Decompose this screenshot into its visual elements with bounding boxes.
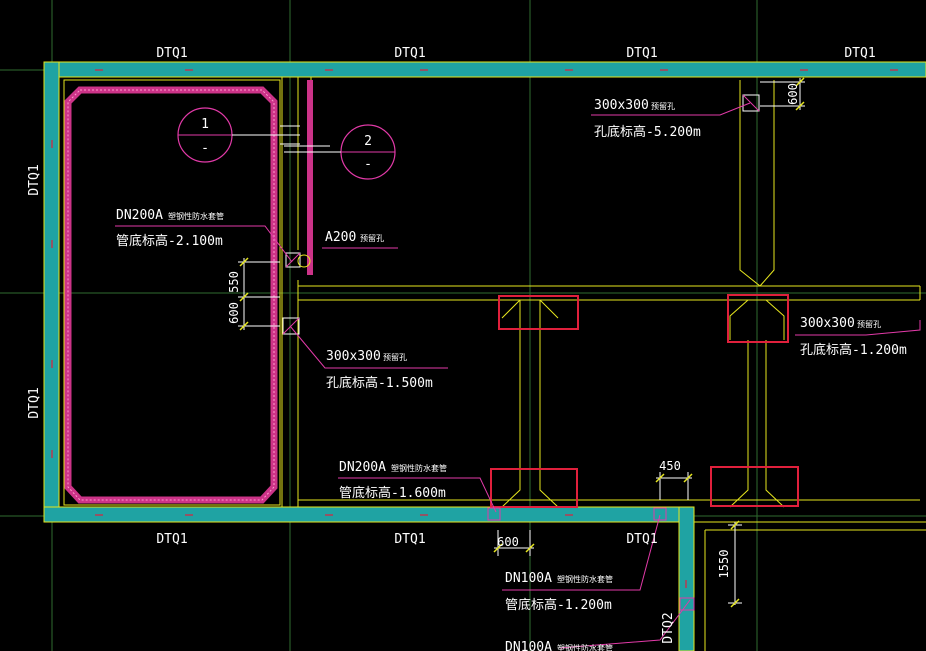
annotation-a200[interactable]: A200 预留孔 [325, 230, 384, 245]
wall-label-left-2: DTQ1 [27, 387, 42, 418]
annotation-small: 预留孔 [857, 319, 881, 329]
annotation-main: 300x300 [594, 98, 649, 113]
section-cut-lines [232, 125, 341, 153]
annotation-dn200-top[interactable]: DN200A 塑钢性防水套管 管底标高-2.100m [116, 208, 224, 249]
section-marker-2[interactable]: 2 - [340, 124, 396, 180]
dimension-ticks [239, 77, 805, 608]
annotation-elev: 孔底标高-5.200m [594, 124, 701, 140]
wall-ticks [51, 69, 898, 588]
dim-600-top: 600 [786, 83, 800, 105]
wall-label-lower-right: DTQ2 [661, 612, 676, 643]
section-number: 2 [364, 134, 372, 149]
annotation-main: DN200A [339, 460, 386, 475]
annotation-dn100-2[interactable]: DN100A 塑钢性防水套管 [505, 640, 613, 651]
annotation-small: 预留孔 [651, 101, 675, 111]
wall-labels: DTQ1 DTQ1 DTQ1 DTQ1 DTQ1 DTQ1 DTQ1 DTQ1 … [27, 46, 876, 644]
annotation-main: DN100A [505, 640, 552, 651]
annotation-small: 塑钢性防水套管 [391, 463, 447, 473]
dimension-texts: 600 550 600 450 600 1550 [227, 83, 800, 578]
annotation-small: 塑钢性防水套管 [168, 211, 224, 221]
wall-label-left-1: DTQ1 [27, 164, 42, 195]
annotation-hole-right[interactable]: 300x300 预留孔 孔底标高-1.200m [800, 316, 907, 358]
dim-600-left: 600 [227, 302, 241, 324]
wall-hatch [307, 80, 313, 275]
annotation-hole-top[interactable]: 300x300 预留孔 孔底标高-5.200m [594, 98, 701, 140]
dim-600-bottom: 600 [497, 535, 519, 549]
pool-outline [63, 79, 281, 506]
annotation-dn100-1[interactable]: DN100A 塑钢性防水套管 管底标高-1.200m [505, 571, 613, 613]
annotation-dn200-bottom[interactable]: DN200A 塑钢性防水套管 管底标高-1.600m [339, 460, 447, 501]
wall-label-top-1: DTQ1 [156, 46, 187, 61]
annotation-small: 塑钢性防水套管 [557, 643, 613, 651]
dimension-lines [238, 78, 805, 605]
annotation-elev: 孔底标高-1.500m [326, 375, 433, 391]
dim-450: 450 [659, 459, 681, 473]
annotation-small: 预留孔 [383, 352, 407, 362]
annotation-hole-left[interactable]: 300x300 预留孔 孔底标高-1.500m [326, 349, 433, 391]
annotation-small: 塑钢性防水套管 [557, 574, 613, 584]
wall-label-top-4: DTQ1 [844, 46, 875, 61]
annotation-main: DN100A [505, 571, 552, 586]
wall-label-bottom-3: DTQ1 [626, 532, 657, 547]
hole-markers [282, 94, 760, 611]
annotation-elev: 管底标高-2.100m [116, 233, 223, 249]
annotation-elev: 管底标高-1.600m [339, 485, 446, 501]
annotation-main: 300x300 [326, 349, 381, 364]
annotation-small: 预留孔 [360, 233, 384, 243]
section-marker-1[interactable]: 1 - [177, 107, 233, 163]
wall-label-bottom-2: DTQ1 [394, 532, 425, 547]
section-sub: - [201, 141, 209, 156]
section-sub: - [364, 157, 372, 172]
annotation-main: A200 [325, 230, 356, 245]
annotation-main: 300x300 [800, 316, 855, 331]
dim-550: 550 [227, 271, 241, 293]
annotation-main: DN200A [116, 208, 163, 223]
wall-label-top-3: DTQ1 [626, 46, 657, 61]
annotation-elev: 管底标高-1.200m [505, 597, 612, 613]
dim-1550: 1550 [717, 550, 731, 579]
partitions [281, 77, 921, 508]
highlight-boxes[interactable] [490, 294, 799, 508]
section-number: 1 [201, 117, 209, 132]
wall-label-bottom-1: DTQ1 [156, 532, 187, 547]
wall-label-top-2: DTQ1 [394, 46, 425, 61]
annotation-elev: 孔底标高-1.200m [800, 342, 907, 358]
walls [43, 61, 926, 651]
leader-lines [115, 102, 921, 649]
